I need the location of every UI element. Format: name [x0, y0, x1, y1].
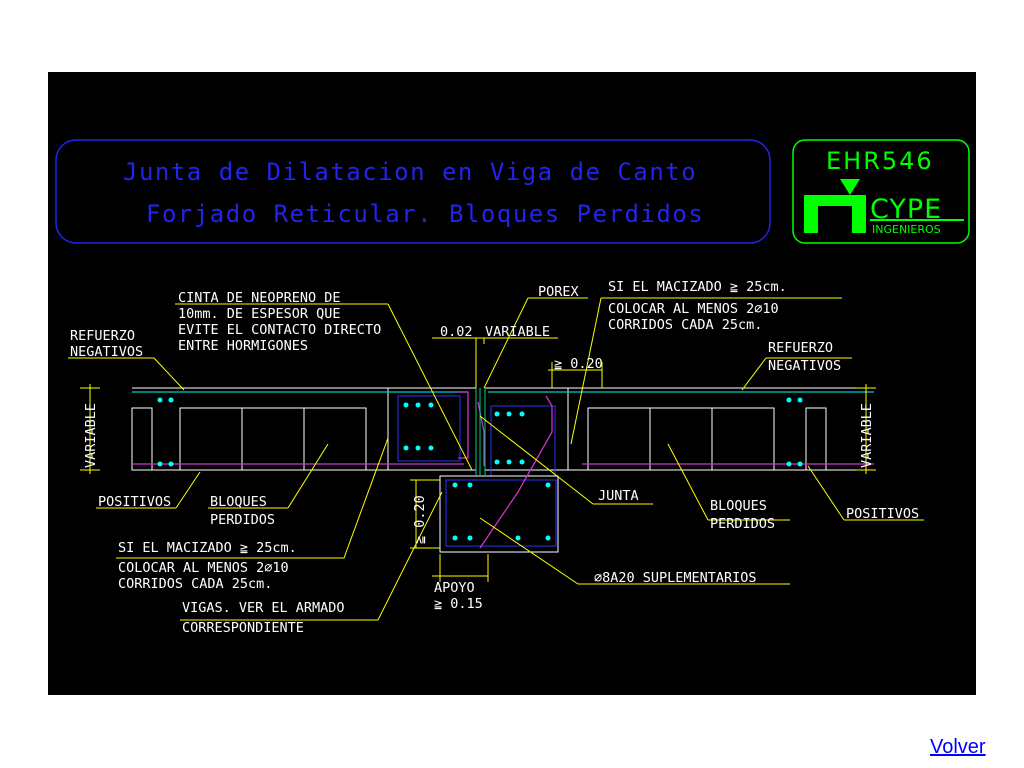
label-bloques-left-1: BLOQUES	[210, 494, 267, 510]
support-beam	[439, 475, 559, 553]
label-si-right-3: CORRIDOS CADA 25cm.	[608, 317, 762, 333]
volver-link[interactable]: Volver	[930, 736, 986, 758]
label-si-left-3: CORRIDOS CADA 25cm.	[118, 576, 272, 592]
label-suplementarios: ∅8A20 SUPLEMENTARIOS	[594, 570, 757, 586]
label-cinta-3: EVITE EL CONTACTO DIRECTO	[178, 322, 381, 338]
title-line-2: Forjado Reticular. Bloques Perdidos	[146, 200, 704, 228]
rebar-dots	[157, 397, 803, 541]
label-dim-002: 0.02	[440, 324, 473, 340]
cype-logo: EHR546 CYPE INGENIEROS	[792, 139, 970, 244]
logo-brand: CYPE	[870, 194, 942, 225]
leader-lines	[68, 297, 924, 621]
label-junta: JUNTA	[598, 488, 639, 504]
label-porex: POREX	[538, 284, 579, 300]
label-cinta-4: ENTRE HORMIGONES	[178, 338, 308, 354]
label-cinta-1: CINTA DE NEOPRENO DE	[178, 290, 341, 306]
label-vigas-2: CORRESPONDIENTE	[182, 620, 304, 636]
label-bloques-left-2: PERDIDOS	[210, 512, 275, 528]
logo-code: EHR546	[826, 147, 934, 175]
label-vigas-1: VIGAS. VER EL ARMADO	[182, 600, 345, 616]
label-refuerzo-right-2: NEGATIVOS	[768, 358, 841, 374]
label-refuerzo-left-1: REFUERZO	[70, 328, 135, 344]
label-si-right-2: COLOCAR AL MENOS 2∅10	[608, 301, 779, 317]
label-variable-left: VARIABLE	[83, 403, 99, 468]
left-slab	[131, 387, 476, 471]
label-bloques-right-1: BLOQUES	[710, 498, 767, 514]
rebar-lines	[132, 391, 874, 549]
title-box	[55, 139, 771, 244]
logo-sub: INGENIEROS	[872, 223, 941, 236]
label-refuerzo-right-1: REFUERZO	[768, 340, 833, 356]
label-positivos-right: POSITIVOS	[846, 506, 919, 522]
joint	[475, 388, 486, 476]
label-cinta-2: 10mm. DE ESPESOR QUE	[178, 306, 341, 322]
label-variable-top: VARIABLE	[485, 324, 550, 340]
right-slab	[485, 387, 874, 477]
label-si-right-1: SI EL MACIZADO ≧ 25cm.	[608, 279, 787, 295]
label-positivos-left: POSITIVOS	[98, 494, 171, 510]
title-line-1: Junta de Dilatacion en Viga de Canto	[123, 158, 697, 186]
label-variable-right: VARIABLE	[859, 403, 875, 468]
label-apoyo-1: APOYO	[434, 580, 475, 596]
label-dim-020-vert: ≧ 0.20	[412, 495, 428, 544]
label-bloques-right-2: PERDIDOS	[710, 516, 775, 532]
label-apoyo-2: ≧ 0.15	[434, 596, 483, 612]
label-si-left-2: COLOCAR AL MENOS 2∅10	[118, 560, 289, 576]
label-si-left-1: SI EL MACIZADO ≧ 25cm.	[118, 540, 297, 556]
label-refuerzo-left-2: NEGATIVOS	[70, 344, 143, 360]
label-dim-020-top: ≧ 0.20	[554, 356, 603, 372]
cad-drawing: Junta de Dilatacion en Viga de Canto For…	[48, 72, 976, 695]
